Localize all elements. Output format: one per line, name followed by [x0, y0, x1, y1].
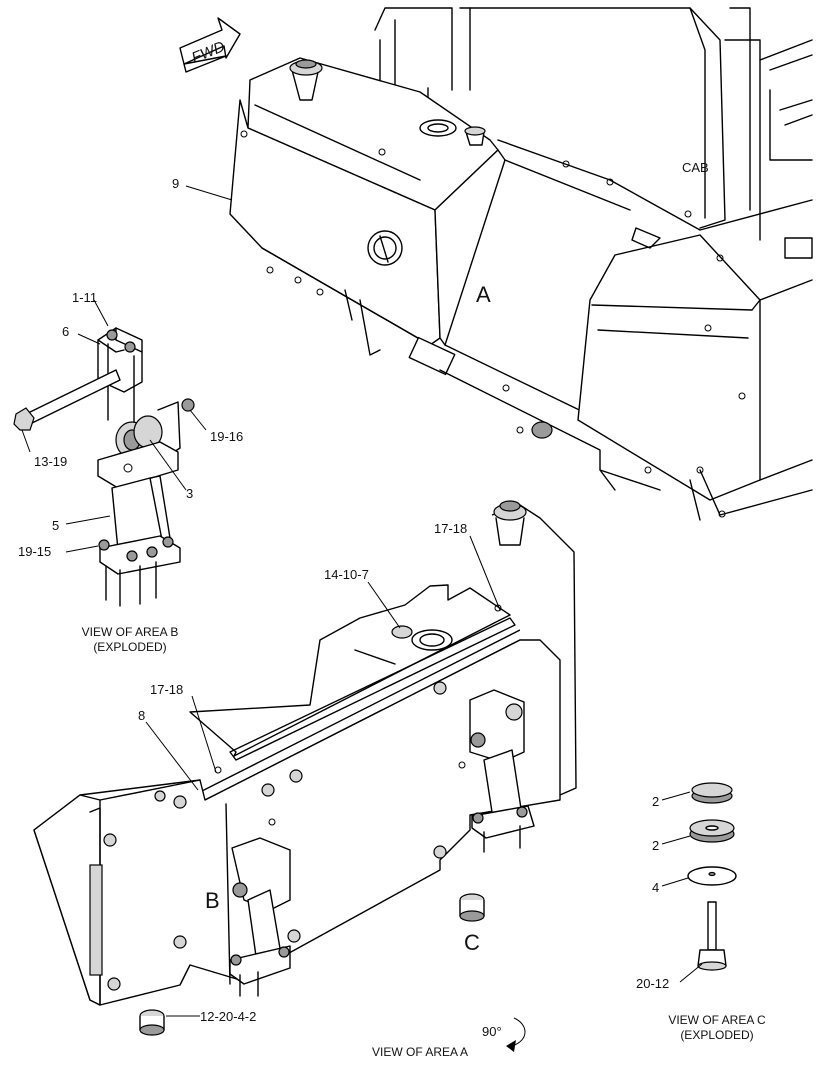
cab-label: CAB — [682, 160, 709, 175]
caption-area-b-subtitle: (EXPLODED) — [93, 640, 166, 654]
callout-1-11: 1-11 — [72, 290, 97, 305]
callout-2-top: 2 — [652, 794, 659, 809]
rotate-arrow-icon — [506, 1017, 526, 1052]
area-a-tank-view — [33, 500, 577, 1036]
caption-area-b-title: VIEW OF AREA B — [82, 625, 179, 639]
callout-6: 6 — [62, 324, 69, 339]
callout-19-16: 19-16 — [210, 429, 243, 444]
callout-13-19: 13-19 — [34, 454, 67, 469]
area-c-exploded-isolator — [687, 782, 737, 971]
caption-area-c-title: VIEW OF AREA C — [668, 1013, 766, 1027]
area-b-exploded-mount — [13, 327, 195, 607]
callout-19-15: 19-15 — [18, 544, 51, 559]
callout-4: 4 — [652, 880, 659, 895]
callout-5: 5 — [52, 518, 59, 533]
callout-8: 8 — [138, 708, 145, 723]
rotation-label: 90° — [482, 1024, 502, 1039]
callout-20-12: 20-12 — [636, 976, 669, 991]
caption-area-a: VIEW OF AREA A — [372, 1045, 468, 1059]
area-marker-b: B — [205, 888, 220, 913]
callout-12-20-4-2: 12-20-4-2 — [200, 1009, 256, 1024]
callout-3: 3 — [186, 486, 193, 501]
area-marker-c: C — [464, 930, 480, 955]
callout-17-18-mid: 17-18 — [150, 682, 183, 697]
callout-14-10-7: 14-10-7 — [324, 567, 369, 582]
machine-top-view — [229, 7, 813, 521]
callout-9: 9 — [172, 176, 179, 191]
callout-2-mid: 2 — [652, 838, 659, 853]
bolt-heads — [240, 130, 746, 518]
caption-area-c-subtitle: (EXPLODED) — [680, 1028, 753, 1042]
callout-17-18-top: 17-18 — [434, 521, 467, 536]
fwd-arrow-icon: FWD — [179, 17, 241, 73]
leader-lines — [21, 185, 703, 1017]
area-marker-a: A — [476, 282, 491, 307]
bolt-heads — [103, 604, 502, 991]
